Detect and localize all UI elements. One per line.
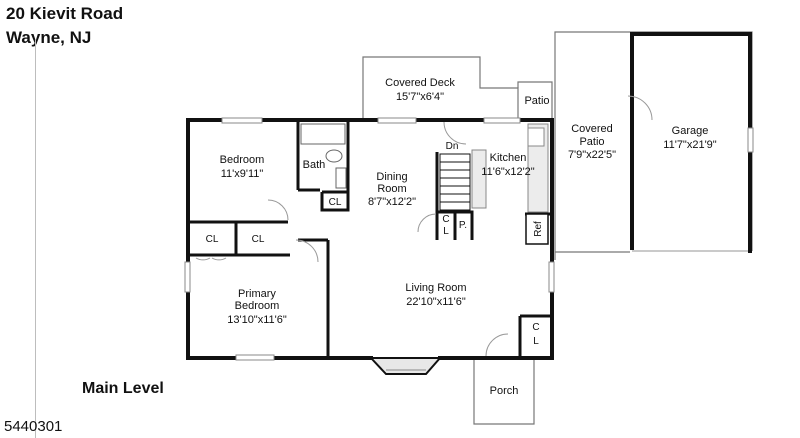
door-deck [443,121,467,145]
kitchen-counters [471,123,549,213]
door-front [485,333,509,357]
patio-outline [517,81,553,120]
window-bedroom [221,117,263,124]
window-living-side [548,261,555,293]
bedroom-name: Bedroom [220,154,265,166]
stair-closet-l: L [443,226,449,237]
sink-icon [335,167,347,189]
door-closet [417,213,437,233]
window-dining [377,117,417,124]
garage-dims: 11'7"x21'9" [663,139,716,151]
bay-window [368,357,443,375]
primary-name-2: Bedroom [235,300,280,312]
door-swings [195,95,653,357]
window-primary [235,354,275,361]
primary-dims: 13'10"x11'6" [227,314,287,326]
front-closet-c: C [532,322,539,333]
covered-deck-dims: 15'7"x6'4" [396,91,444,103]
stairs [439,153,471,211]
room-labels: Covered Deck 15'7"x6'4" Patio Covered Pa… [206,77,717,397]
door-cl-2 [211,257,227,261]
primary-name-1: Primary [238,288,276,300]
closet-label-1: CL [206,234,219,245]
window-primary-side [184,261,191,293]
address-line-1: 20 Kievit Road [6,4,124,23]
refrigerator [525,213,549,245]
garage-name: Garage [672,125,709,137]
kitchen-dims: 11'6"x12'2" [481,166,534,178]
window-kitchen [483,117,521,124]
bathtub [300,123,346,145]
kitchen-name: Kitchen [490,152,527,164]
level-label: Main Level [82,380,164,397]
door-garage [627,95,653,121]
stove-icon [527,127,545,147]
bath-name: Bath [303,159,326,171]
closet-label-2: CL [252,234,265,245]
pantry-label: P. [459,220,467,231]
patio-name: Patio [524,95,549,107]
door-bedroom [267,199,289,221]
front-closet-l: L [533,336,539,347]
bath-fixtures [300,123,347,189]
porch-outline [473,358,535,425]
covered-patio-name-1: Covered [571,123,613,135]
dining-name-1: Dining [376,171,407,183]
covered-patio-dims: 7'9"x22'5" [568,149,616,161]
left-divider-line [35,40,36,438]
covered-patio-name-2: Patio [579,136,604,148]
bath-closet-label: CL [329,197,342,208]
ref-label: Ref [533,221,544,237]
address-line-2: Wayne, NJ [6,28,92,47]
living-room-dims: 22'10"x11'6" [406,296,466,308]
window-garage [747,127,754,153]
exterior-walls [186,32,752,360]
living-room-name: Living Room [405,282,466,294]
stair-closet-c: C [442,214,449,225]
bedroom-dims: 11'x9'11" [221,168,264,180]
mls-number: 5440301 [4,418,63,435]
interior-walls [188,122,550,358]
covered-patio-outline [554,31,630,260]
dining-dims: 8'7"x12'2" [368,196,416,208]
windows [184,117,754,361]
door-primary [295,239,319,263]
down-label: Dn [446,141,459,152]
porch-name: Porch [490,385,519,397]
toilet-icon [325,149,343,163]
covered-deck-outline [362,56,519,120]
door-cl-1 [195,257,211,261]
dining-name-2: Room [377,183,406,195]
covered-deck-name: Covered Deck [385,77,455,89]
